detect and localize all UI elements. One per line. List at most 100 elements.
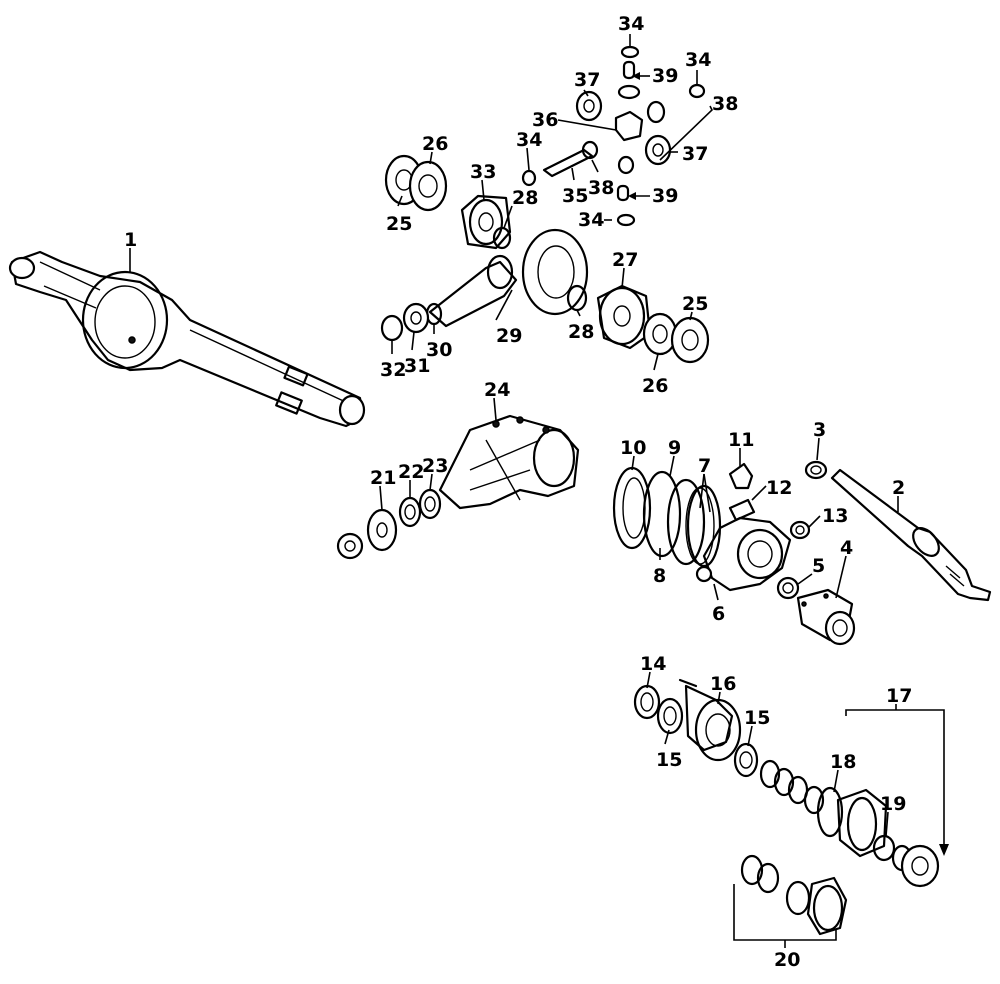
callout-18: 18	[830, 751, 856, 773]
callout-34d: 34	[578, 209, 604, 231]
spider-block-36	[614, 110, 644, 142]
shim-32	[380, 314, 404, 342]
callout-3: 3	[813, 419, 826, 441]
callout-9: 9	[668, 437, 681, 459]
callout-27: 27	[612, 249, 638, 271]
ring-8	[666, 478, 706, 566]
callout-25a: 25	[386, 213, 412, 235]
callout-4: 4	[840, 537, 853, 559]
nut-21	[336, 532, 364, 560]
callout-30: 30	[426, 339, 452, 361]
pinion-29	[428, 254, 518, 328]
callout-36: 36	[532, 109, 558, 131]
callout-16: 16	[710, 673, 736, 695]
callout-1: 1	[124, 229, 137, 251]
side-gear-37-top	[575, 90, 603, 122]
hub-kit-20	[740, 854, 848, 936]
callout-33: 33	[470, 161, 496, 183]
washer-34-right	[688, 83, 706, 99]
callout-15a: 15	[656, 749, 682, 771]
washer-34-mid	[521, 169, 537, 187]
axle-housing	[8, 250, 366, 428]
plate-12	[728, 498, 756, 522]
cross-shaft-35	[542, 140, 599, 178]
diff-case-33	[460, 194, 512, 250]
flange-21	[366, 508, 398, 552]
callout-34a: 34	[618, 13, 644, 35]
shim-28-left	[492, 226, 512, 250]
bearing-31	[402, 302, 430, 334]
hub-cap	[891, 844, 940, 888]
callout-labels: 1 2 3 4 5 6 7 8 9 10 11 12 13 14 15 15 1…	[124, 13, 912, 971]
pinion-gear-38-low	[617, 155, 635, 175]
callout-5: 5	[812, 555, 825, 577]
bearing-race-25-right	[670, 316, 710, 364]
callout-6: 6	[712, 603, 725, 625]
bushing-5	[776, 576, 800, 600]
callout-39a: 39	[652, 65, 678, 87]
case-half-27	[596, 284, 652, 350]
bearing-23	[418, 488, 442, 520]
bearing-26-right	[642, 312, 678, 356]
spacer-30	[425, 302, 443, 326]
callout-25b: 25	[682, 293, 708, 315]
carrier-24	[438, 414, 580, 510]
callout-11: 11	[728, 429, 754, 451]
bearing-15-left	[656, 697, 684, 735]
pin-39-low	[616, 184, 630, 202]
callout-28b: 28	[568, 321, 594, 343]
axle-shaft	[830, 468, 992, 602]
ring-7	[685, 484, 722, 568]
callout-12: 12	[766, 477, 792, 499]
callout-20: 20	[774, 949, 800, 971]
callout-26b: 26	[642, 375, 668, 397]
callout-24: 24	[484, 379, 510, 401]
callout-15b: 15	[744, 707, 770, 729]
bearing-26-left	[408, 160, 448, 212]
callout-7: 7	[698, 455, 711, 477]
callout-38b: 38	[588, 177, 614, 199]
callout-34c: 34	[516, 129, 542, 151]
pinion-gear-38-top	[646, 100, 666, 124]
callout-35: 35	[562, 185, 588, 207]
callout-8: 8	[653, 565, 666, 587]
shim-28-right	[566, 284, 588, 312]
callout-37a: 37	[574, 69, 600, 91]
callout-10: 10	[620, 437, 646, 459]
callout-37b: 37	[682, 143, 708, 165]
callout-32: 32	[380, 359, 406, 381]
callout-26a: 26	[422, 133, 448, 155]
callout-29: 29	[496, 325, 522, 347]
callout-2: 2	[892, 477, 905, 499]
spindle	[796, 588, 856, 646]
side-gear-37-right	[644, 134, 672, 166]
steering-knuckle	[695, 516, 792, 592]
callout-13: 13	[822, 505, 848, 527]
callout-28a: 28	[512, 187, 538, 209]
washer-34-low	[616, 213, 636, 227]
callout-34b: 34	[685, 49, 711, 71]
bracket-11	[728, 462, 754, 490]
seal-13	[789, 520, 811, 540]
seal-14	[633, 684, 661, 720]
snap-ring-19	[872, 834, 896, 862]
washer-34-top	[620, 45, 640, 59]
ring-9	[642, 470, 682, 558]
callout-21: 21	[370, 467, 396, 489]
pin-39-top	[617, 60, 641, 100]
seal-22	[398, 496, 422, 528]
hub-body-17	[836, 788, 888, 858]
ring-gear-29	[521, 228, 589, 316]
callout-39b: 39	[652, 185, 678, 207]
callout-31: 31	[404, 355, 430, 377]
callout-17: 17	[886, 685, 912, 707]
callout-38a: 38	[712, 93, 738, 115]
callout-19: 19	[880, 793, 906, 815]
leader-lines	[129, 34, 949, 948]
gasket-18	[816, 786, 844, 838]
washers	[759, 759, 825, 815]
callout-23: 23	[422, 455, 448, 477]
bearing-15-right	[733, 742, 759, 778]
seal-3	[804, 460, 828, 480]
